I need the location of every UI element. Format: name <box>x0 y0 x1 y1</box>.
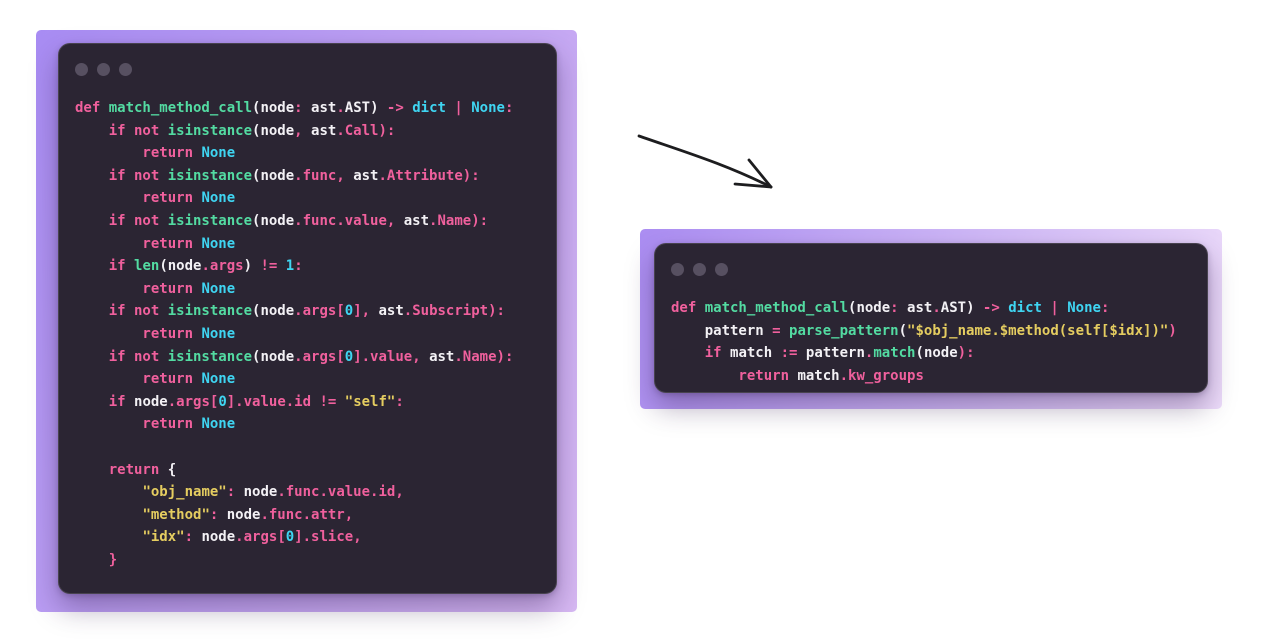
code-window-before: def match_method_call(node: ast.AST) -> … <box>58 43 557 594</box>
code-line: "obj_name": node.func.value.id, <box>142 484 404 501</box>
window-dot-icon <box>715 263 728 276</box>
window-controls <box>655 244 1207 276</box>
window-dot-icon <box>119 63 132 76</box>
code-line: return None <box>75 416 236 433</box>
window-dot-icon <box>693 263 706 276</box>
code-line: return None <box>75 280 236 297</box>
code-block-after: def match_method_call(node: ast.AST) -> … <box>655 297 1207 387</box>
code-line: if match := pattern.match(node): <box>671 345 975 362</box>
code-line: if not isinstance(node.args[0], ast.Subs… <box>75 303 505 320</box>
before-snippet-panel: def match_method_call(node: ast.AST) -> … <box>36 30 577 612</box>
after-snippet-panel: def match_method_call(node: ast.AST) -> … <box>640 229 1222 409</box>
code-line: if not isinstance(node.args[0].value, as… <box>75 348 514 365</box>
code-line: if not isinstance(node.func.value, ast.N… <box>75 212 489 229</box>
window-dot-icon <box>75 63 88 76</box>
code-line: return None <box>75 235 236 252</box>
code-line <box>75 436 540 459</box>
code-window-after: def match_method_call(node: ast.AST) -> … <box>654 243 1208 393</box>
code-line: "method": node.func.attr, <box>142 506 354 523</box>
code-line: def match_method_call(node: ast.AST) -> … <box>671 300 1110 316</box>
code-line: return None <box>75 145 236 162</box>
code-line: return None <box>75 325 236 342</box>
window-dot-icon <box>671 263 684 276</box>
code-line: def match_method_call(node: ast.AST) -> … <box>75 100 514 116</box>
code-line: return { <box>75 461 177 478</box>
code-line: pattern = parse_pattern("$obj_name.$meth… <box>671 322 1177 339</box>
window-dot-icon <box>97 63 110 76</box>
code-block-before: def match_method_call(node: ast.AST) -> … <box>59 97 556 571</box>
code-line: if not isinstance(node, ast.Call): <box>75 122 396 139</box>
code-line: "idx": node.args[0].slice, <box>142 529 362 546</box>
code-line: if node.args[0].value.id != "self": <box>75 393 404 410</box>
code-line: return match.kw_groups <box>671 367 924 384</box>
code-line: if not isinstance(node.func, ast.Attribu… <box>75 167 480 184</box>
hand-drawn-arrow-icon <box>637 134 773 189</box>
code-line: return None <box>75 190 236 207</box>
code-line: } <box>75 551 118 568</box>
code-line: if len(node.args) != 1: <box>75 258 303 275</box>
code-line: return None <box>75 371 236 388</box>
window-controls <box>59 44 556 76</box>
